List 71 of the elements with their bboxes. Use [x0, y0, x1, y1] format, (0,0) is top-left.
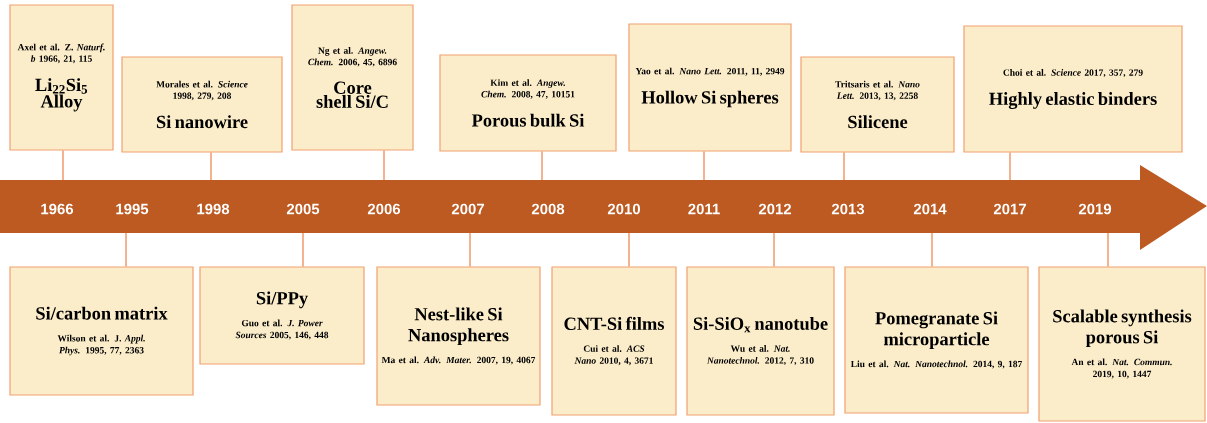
event-title: CNT-Si films	[564, 316, 664, 330]
event-box	[199, 266, 365, 365]
year-label: 2005	[286, 203, 320, 215]
event-title: Pomegranate Si microparticle	[875, 311, 998, 350]
year-label: 1998	[197, 203, 230, 215]
connector-line	[931, 232, 933, 268]
citation: Ng et al. Angew. Chem. 2006, 45, 6896	[308, 47, 397, 67]
citation: Wu et al. Nat. Nanotechnol. 2012, 7, 310	[706, 345, 814, 366]
year-label: 2017	[993, 203, 1026, 215]
event-title: Si/PPy	[256, 291, 308, 309]
event-title: Scalable synthesis porous Si	[1053, 309, 1192, 348]
connector-line	[1009, 151, 1011, 181]
timeline-arrow	[0, 165, 1207, 250]
connector-line	[302, 232, 304, 268]
event-box	[376, 266, 541, 406]
event-box	[800, 56, 955, 153]
connector-line	[773, 232, 775, 268]
event-title: Nest-like Si Nanospheres	[408, 307, 509, 346]
citation: Yao et al. Nano Lett. 2011, 11, 2949	[635, 67, 785, 76]
citation: Kim et al. Angew. Chem. 2008, 47, 10151	[481, 79, 575, 99]
event-title: Porous bulk Si	[471, 113, 585, 127]
event-box	[1038, 266, 1206, 422]
year-label: 2007	[451, 203, 484, 215]
event-box	[844, 266, 1029, 414]
year-label: 1966	[41, 203, 74, 215]
citation: Wilson et al. J. Appl. Phys. 1995, 77, 2363	[57, 334, 145, 356]
year-label: 2011	[688, 203, 720, 215]
year-label: 2013	[831, 203, 865, 215]
event-title: Si nanowire	[156, 115, 248, 129]
citation: Guo et al. J. Power Sources 2005, 146, 448	[235, 319, 329, 340]
connector-line	[541, 150, 543, 181]
year-label: 2006	[367, 203, 401, 215]
year-label: 2012	[758, 203, 791, 215]
event-box	[291, 4, 414, 151]
connector-line	[62, 149, 64, 181]
event-box	[686, 266, 835, 416]
event-box	[9, 4, 114, 151]
event-box	[439, 54, 617, 152]
connector-line	[1107, 232, 1109, 268]
connector-line	[383, 149, 385, 181]
connector-line	[843, 151, 845, 181]
citation: Axel et al. Z. Naturf. b 1966, 21, 115	[17, 43, 105, 64]
connector-line	[628, 232, 630, 268]
event-title: Highly elastic binders	[989, 92, 1157, 109]
event-title: Li$_{22}$Si$_{5}$ Alloy	[35, 78, 88, 112]
year-label: 2014	[913, 203, 947, 215]
citation: An et al. Nat. Commun. 2019, 10, 1447	[1071, 358, 1172, 379]
event-box	[551, 266, 677, 416]
connector-line	[125, 232, 127, 268]
event-box	[963, 25, 1183, 153]
event-box	[628, 23, 792, 152]
connector-line	[703, 150, 705, 181]
connector-line	[469, 232, 471, 268]
event-title: Silicene	[848, 115, 908, 129]
citation: Tritsaris et al. Nano Lett. 2013, 13, 2258	[835, 80, 920, 101]
citation: Morales et al. Science 1998, 279, 208	[156, 80, 248, 101]
year-label: 1995	[116, 203, 149, 215]
year-label: 2019	[1078, 203, 1112, 215]
citation: Ma et al. Adv. Mater. 2007, 19, 4067	[381, 356, 536, 365]
event-title: Si/carbon matrix	[36, 306, 168, 320]
event-box	[9, 266, 194, 396]
event-title: Hollow Si spheres	[641, 90, 779, 108]
event-title: Core shell Si/C	[316, 81, 388, 108]
citation: Liu et al. Nat. Nanotechnol. 2014, 9, 187	[850, 360, 1022, 369]
year-label: 2010	[607, 203, 640, 215]
connector-line	[210, 151, 212, 181]
year-label: 2008	[531, 203, 565, 215]
event-box	[121, 56, 283, 153]
citation: Cui et al. ACS Nano 2010, 4, 3671	[574, 345, 653, 366]
citation: Choi et al. Science 2017, 357, 279	[1003, 69, 1143, 78]
event-title: Si-SiO$_{x}$ nanotube	[693, 316, 828, 333]
